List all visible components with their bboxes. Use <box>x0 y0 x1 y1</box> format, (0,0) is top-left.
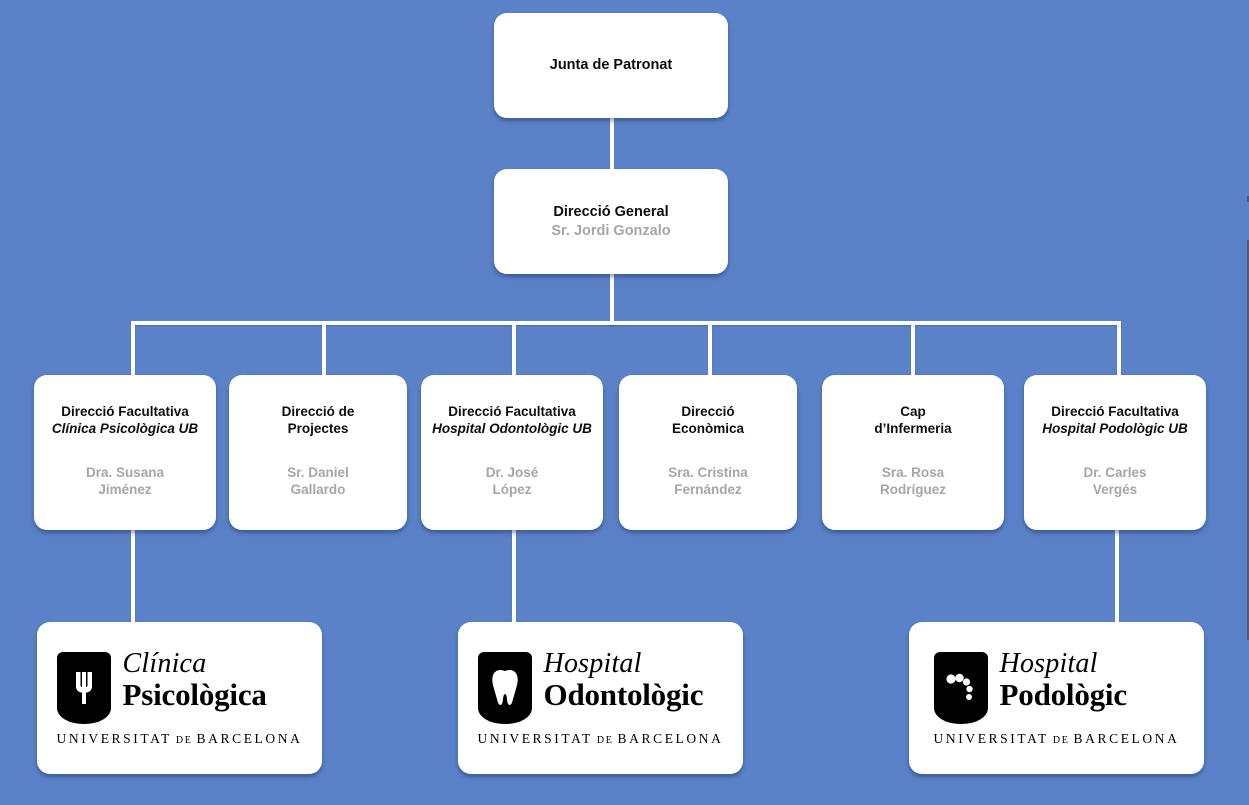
logo-university-line: UNIVERSITAT DE BARCELONA <box>934 731 1180 747</box>
connector-bus-drop-5 <box>911 321 915 379</box>
connector-director-to-bus <box>610 271 614 325</box>
node-person: Sr. Daniel Gallardo <box>287 464 349 498</box>
node-direccio-general[interactable]: Direcció General Sr. Jordi Gonzalo <box>494 169 728 274</box>
node-title: Direcció General <box>553 203 669 220</box>
psi-crest-icon <box>56 651 111 724</box>
logo-university-mid: DE <box>171 734 197 746</box>
connector-bus-drop-2 <box>322 321 326 379</box>
node-title: Junta de Patronat <box>549 57 673 74</box>
connector-bus-drop-6 <box>1117 321 1121 379</box>
connector-bus-drop-4 <box>708 321 712 379</box>
node-dept-projectes[interactable]: Direcció de Projectes Sr. Daniel Gallard… <box>229 375 407 530</box>
logo-word-bottom: Odontològic <box>543 676 704 712</box>
node-person: Sra. Rosa Rodríguez <box>880 464 946 498</box>
node-title: Direcció Facultativa <box>448 404 576 419</box>
node-logo-hospital-odontologic[interactable]: Hospital Odontològic UNIVERSITAT DE BARC… <box>458 622 743 774</box>
node-title: Direcció Facultativa <box>61 404 189 419</box>
node-title: Direcció Facultativa <box>1051 404 1179 419</box>
node-junta-de-patronat[interactable]: Junta de Patronat <box>494 13 728 118</box>
connector-root-to-director <box>610 114 614 176</box>
connector-dept3-to-logo2 <box>512 528 516 626</box>
logo-university-pre: UNIVERSITAT <box>56 730 172 746</box>
logo-word-top: Clínica <box>122 647 207 679</box>
logo-university-post: BARCELONA <box>196 730 303 746</box>
node-logo-clinica-psicologica[interactable]: Clínica Psicològica UNIVERSITAT DE BARCE… <box>37 622 322 774</box>
footprint-crest-icon <box>933 651 988 724</box>
node-logo-hospital-podologic[interactable]: Hospital Podològic UNIVERSITAT DE BARCEL… <box>909 622 1204 774</box>
node-person: Sr. Jordi Gonzalo <box>551 223 671 239</box>
node-dept-hospital-odontologic[interactable]: Direcció Facultativa Hospital Odontològi… <box>421 375 603 530</box>
logo-university-post: BARCELONA <box>1073 730 1180 746</box>
connector-dept6-to-logo3 <box>1115 528 1119 626</box>
logo-word-top: Hospital <box>999 647 1098 679</box>
logo-university-mid: DE <box>1048 734 1074 746</box>
node-person: Sra. Cristina Fernández <box>668 464 748 498</box>
logo-university-pre: UNIVERSITAT <box>477 730 593 746</box>
node-person: Dr. José López <box>485 464 539 498</box>
node-subtitle: Clínica Psicològica UB <box>51 421 199 437</box>
logo-word-top: Hospital <box>543 647 642 679</box>
node-dept-infermeria[interactable]: Cap d’Infermeria Sra. Rosa Rodríguez <box>822 375 1004 530</box>
logo-university-line: UNIVERSITAT DE BARCELONA <box>57 731 303 747</box>
logo-word-bottom: Podològic <box>999 676 1128 712</box>
logo-university-mid: DE <box>592 734 618 746</box>
logo-word-bottom: Psicològica <box>122 676 267 712</box>
node-title: Cap d’Infermeria <box>874 404 952 437</box>
logo-university-post: BARCELONA <box>617 730 724 746</box>
connector-dept1-to-logo1 <box>131 528 135 626</box>
node-dept-hospital-podologic[interactable]: Direcció Facultativa Hospital Podològic … <box>1024 375 1206 530</box>
node-subtitle: Hospital Odontològic UB <box>432 421 592 437</box>
connector-bus-drop-3 <box>512 321 516 379</box>
node-dept-economica[interactable]: Direcció Econòmica Sra. Cristina Fernánd… <box>619 375 797 530</box>
tooth-crest-icon <box>477 651 532 724</box>
node-dept-clinica-psicologica[interactable]: Direcció Facultativa Clínica Psicològica… <box>34 375 216 530</box>
node-subtitle: Hospital Podològic UB <box>1042 421 1188 437</box>
connector-bus-drop-1 <box>131 321 135 379</box>
node-person: Dr. Carles Vergés <box>1083 464 1147 498</box>
scrollbar-edge-artifact[interactable] <box>1247 196 1249 202</box>
node-title: Direcció de Projectes <box>281 404 355 437</box>
connector-bus-horizontal <box>131 321 1121 325</box>
node-person: Dra. Susana Jiménez <box>85 464 165 498</box>
scrollbar-edge-track[interactable] <box>1247 240 1249 640</box>
logo-university-pre: UNIVERSITAT <box>933 730 1049 746</box>
node-title: Direcció Econòmica <box>671 404 745 437</box>
logo-university-line: UNIVERSITAT DE BARCELONA <box>478 731 724 747</box>
